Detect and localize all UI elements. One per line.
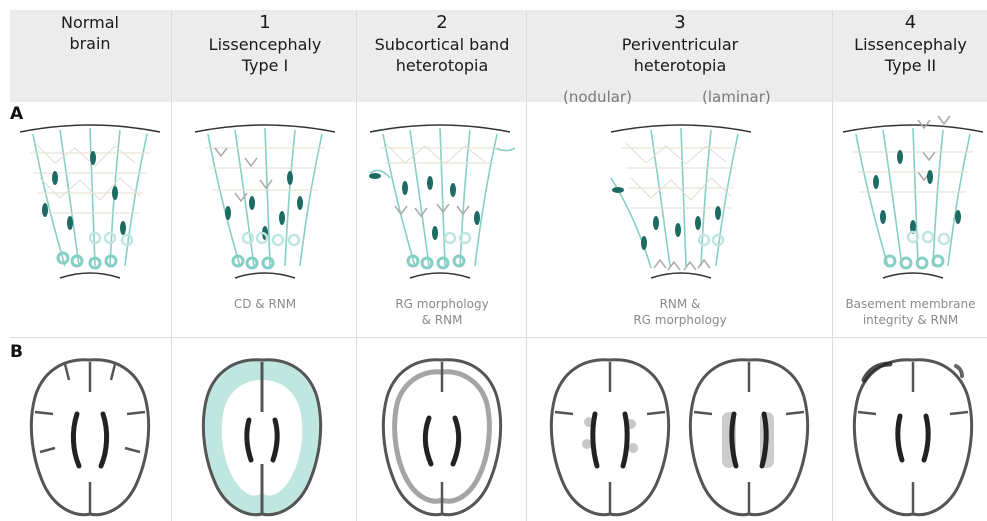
row-label-b: B <box>10 342 23 362</box>
column-header-normal: Normal brain <box>20 12 160 54</box>
column-header-subcortical-band-heterotopia: 2 Subcortical band heterotopia <box>358 12 526 76</box>
column-title: Periventricular heterotopia <box>528 34 832 76</box>
caption-rg-morphology-rnm: RG morphology & RNM <box>358 296 526 328</box>
column-divider <box>832 10 833 521</box>
cortex-schematic-subcortical-band-heterotopia <box>365 118 515 288</box>
cortex-schematic-periventricular-heterotopia <box>606 118 756 288</box>
column-number: 4 <box>834 12 987 34</box>
column-divider <box>526 10 527 521</box>
column-header-lissencephaly-type-1: 1 Lissencephaly Type I <box>175 12 355 76</box>
brain-axial-periventricular-nodular <box>545 352 675 517</box>
column-number: 2 <box>358 12 526 34</box>
caption-basement-membrane: Basement membrane integrity & RNM <box>834 296 987 328</box>
column-header-periventricular-heterotopia: 3 Periventricular heterotopia <box>528 12 832 76</box>
caption-cd-rnm: CD & RNM <box>175 296 355 312</box>
cortex-schematic-lissencephaly-type-2 <box>838 112 987 288</box>
subhead-laminar: (laminar) <box>702 88 771 106</box>
subhead-nodular: (nodular) <box>563 88 632 106</box>
column-divider <box>171 10 172 521</box>
brain-axial-lissencephaly-type-2 <box>848 352 978 517</box>
column-number: 3 <box>528 12 832 34</box>
cortex-schematic-normal <box>15 118 165 288</box>
column-header-lissencephaly-type-2: 4 Lissencephaly Type II <box>834 12 987 76</box>
column-title: Lissencephaly Type II <box>834 34 987 76</box>
brain-axial-periventricular-laminar <box>684 352 814 517</box>
column-number: 1 <box>175 12 355 34</box>
column-title: Normal brain <box>20 12 160 54</box>
caption-rnm-rg-morphology: RNM & RG morphology <box>528 296 832 328</box>
cortex-schematic-lissencephaly-type-1 <box>190 118 340 288</box>
column-divider <box>356 10 357 521</box>
brain-axial-normal <box>25 352 155 517</box>
brain-axial-lissencephaly-type-1 <box>197 352 327 517</box>
row-divider <box>10 337 987 338</box>
column-title: Lissencephaly Type I <box>175 34 355 76</box>
column-title: Subcortical band heterotopia <box>358 34 526 76</box>
brain-axial-subcortical-band-heterotopia <box>377 352 507 517</box>
